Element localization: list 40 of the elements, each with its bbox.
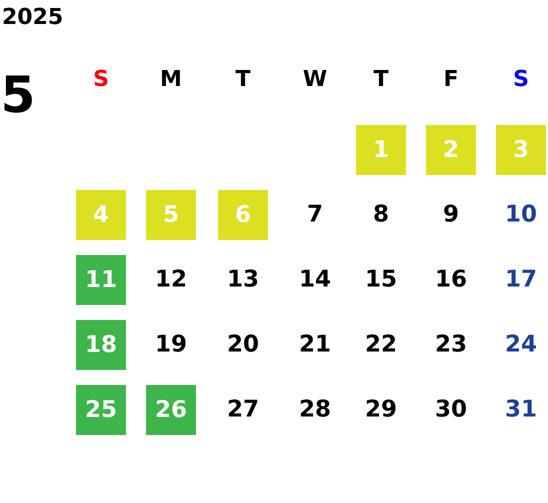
weekday-header: T [236, 69, 250, 91]
day-number: 16 [435, 268, 467, 292]
day-number: 21 [299, 334, 331, 356]
weekday-header: W [302, 69, 328, 91]
day-number: 14 [299, 268, 331, 292]
weekday-header: S [513, 69, 529, 91]
highlighted-day: 4 [76, 190, 126, 240]
highlighted-day: 26 [146, 385, 196, 435]
highlighted-day: 3 [496, 125, 546, 175]
day-number: 17 [505, 268, 537, 292]
highlighted-day: 6 [218, 190, 268, 240]
day-number: 27 [227, 398, 259, 422]
day-number: 20 [227, 334, 259, 356]
weekday-header: T [374, 69, 388, 91]
weekday-header: S [93, 69, 109, 91]
day-number: 9 [443, 204, 459, 226]
month-number: 5 [0, 70, 36, 120]
highlighted-day: 2 [426, 125, 476, 175]
day-number: 28 [299, 398, 331, 422]
day-number: 31 [505, 398, 537, 422]
weekday-header: M [160, 69, 182, 91]
highlighted-day: 18 [76, 320, 126, 370]
weekday-header: F [443, 69, 459, 91]
day-number: 30 [435, 398, 467, 422]
day-number: 23 [435, 334, 467, 356]
day-number: 13 [227, 268, 259, 292]
day-number: 24 [505, 334, 537, 356]
day-number: 10 [505, 204, 537, 226]
day-number: 15 [365, 268, 397, 292]
highlighted-day: 1 [356, 125, 406, 175]
day-number: 12 [155, 268, 187, 292]
highlighted-day: 11 [76, 255, 126, 305]
day-number: 19 [155, 334, 187, 356]
day-number: 7 [307, 204, 323, 226]
day-number: 8 [373, 204, 389, 226]
highlighted-day: 25 [76, 385, 126, 435]
highlighted-day: 5 [146, 190, 196, 240]
day-number: 22 [365, 334, 397, 356]
year-heading: 2025 [2, 5, 64, 30]
day-number: 29 [365, 398, 397, 422]
